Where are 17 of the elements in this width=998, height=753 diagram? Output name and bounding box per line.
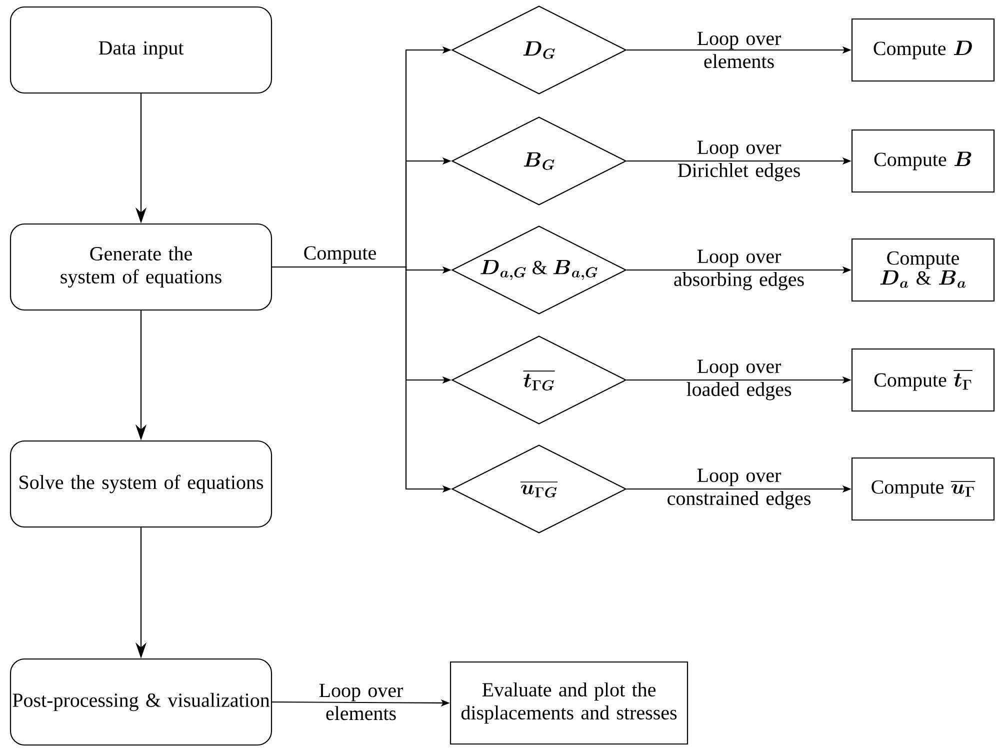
process-box: $\text{Compute }\boldsymbol{D}$ bbox=[851, 18, 995, 82]
process-box: Solve the system of equations bbox=[10, 440, 272, 528]
edge-label: Loop over elements bbox=[319, 684, 404, 720]
process-box: Post-processing & visualization bbox=[10, 658, 272, 746]
edge-label: Loop over Dirichlet edges bbox=[678, 140, 800, 182]
edge-label: Loop over constrained edges bbox=[668, 468, 810, 510]
edge-label: Loop over loaded edges bbox=[686, 360, 792, 400]
process-box: Evaluate and plot the displacements and stresses bbox=[450, 661, 688, 745]
process-box: $\begin{array}{c}\text{Compute}\\[-3pt] \boldsymbol{D}_{\boldsymbol{a}}\ \&\ \boldsymbol{B}_{\boldsymbol{a}}\end{array}$ bbox=[851, 238, 995, 302]
process-box: Generate the system of equations bbox=[10, 223, 272, 311]
process-box: $\text{Compute }\overline{\boldsymbol{t}_{\boldsymbol{\Gamma}}}$ bbox=[851, 348, 995, 412]
edge-label: Compute bbox=[304, 246, 376, 264]
process-box: $\text{Compute }\boldsymbol{B}$ bbox=[851, 129, 995, 193]
edge-label: Loop over elements bbox=[697, 32, 782, 68]
process-box: Data input bbox=[10, 6, 272, 94]
process-box: $\text{Compute }\overline{\boldsymbol{u}_{\boldsymbol{\Gamma}}}$ bbox=[851, 457, 995, 521]
edge-label: Loop over absorbing edges bbox=[674, 250, 804, 290]
